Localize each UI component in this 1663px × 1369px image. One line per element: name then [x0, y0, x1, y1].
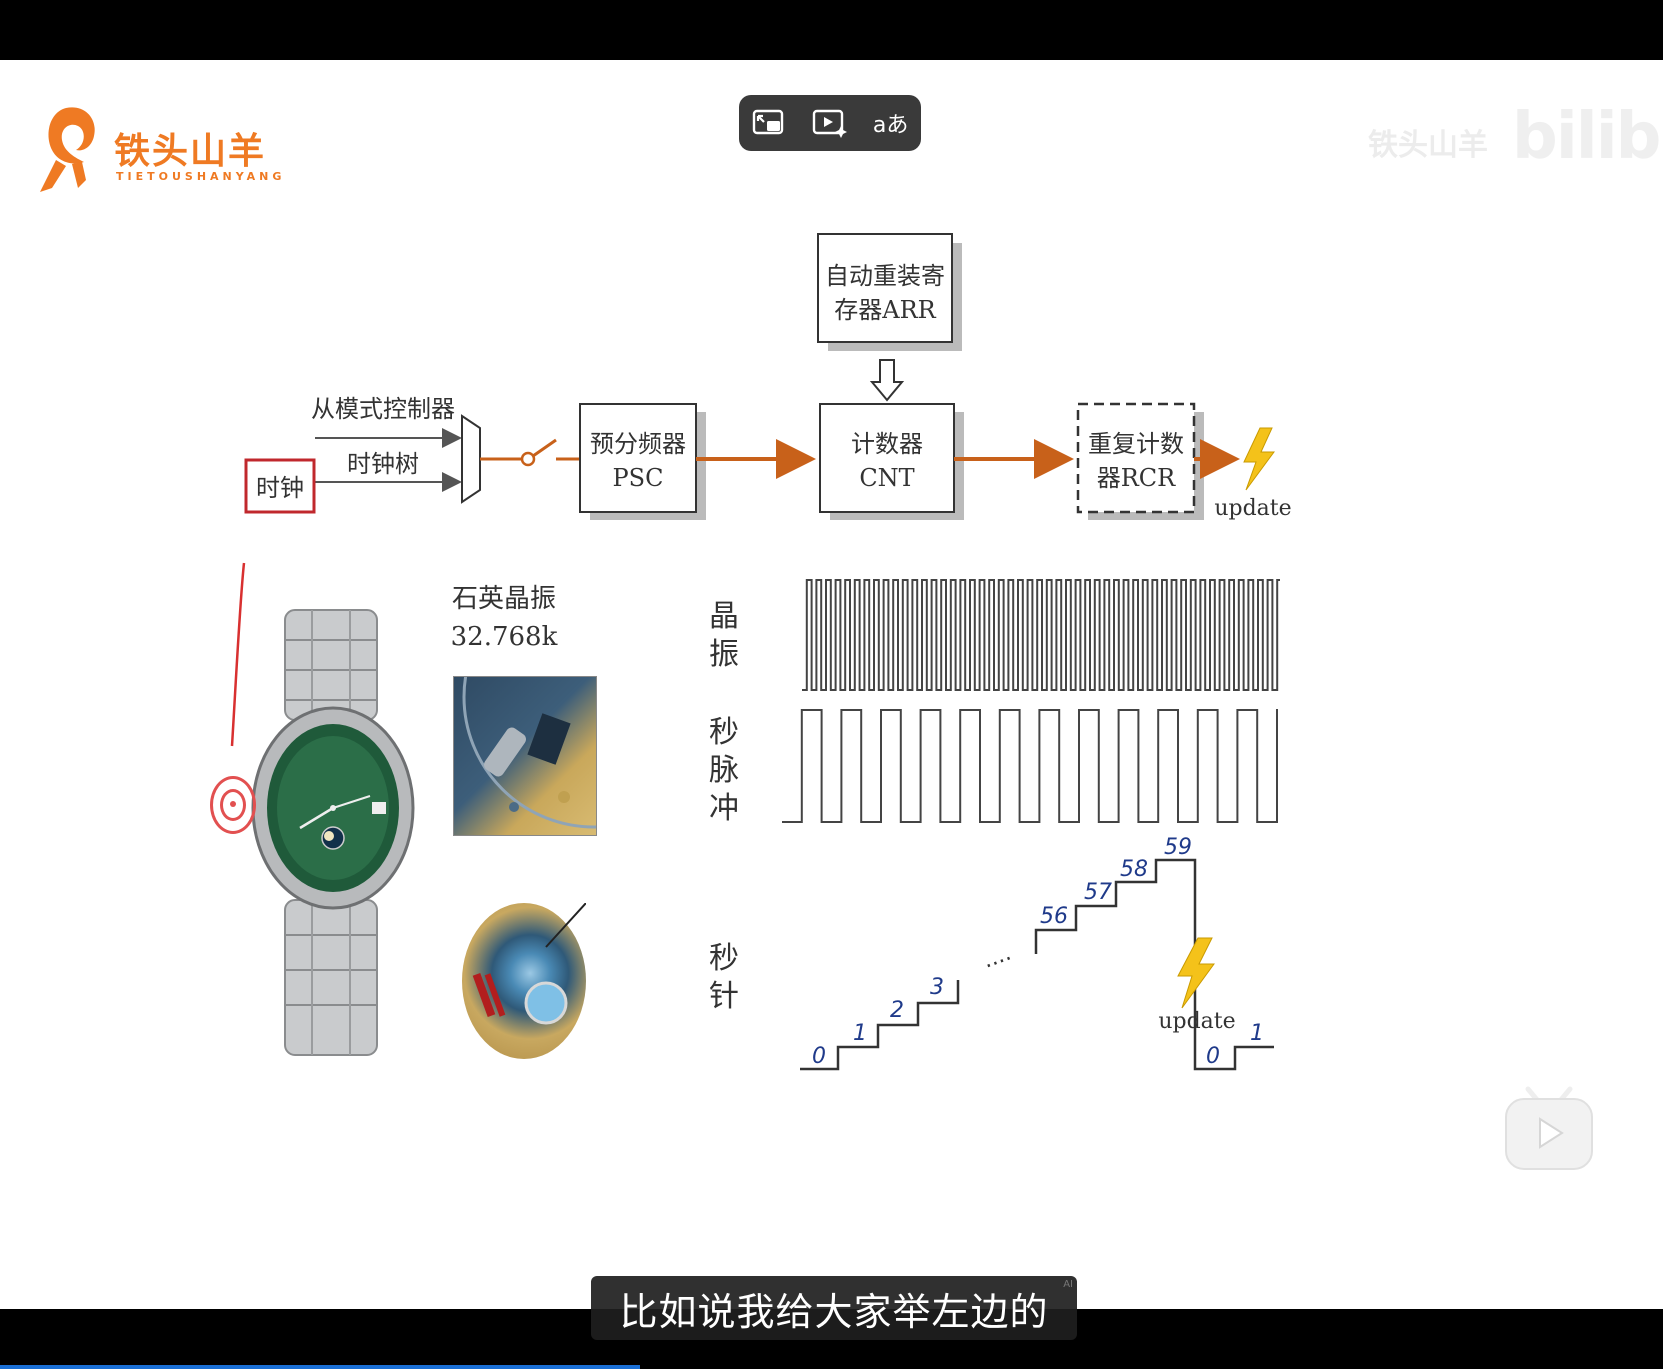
counter-value: 3 — [930, 975, 944, 1000]
update-label: update — [1214, 496, 1291, 521]
hollow-down-arrow-icon — [872, 360, 902, 400]
target-marker-icon — [210, 776, 256, 834]
crystal-square-wave — [802, 580, 1280, 690]
counter-value: 56 — [1040, 904, 1068, 929]
svg-text:振: 振 — [709, 637, 739, 672]
counter-value: 0 — [812, 1044, 826, 1069]
second-pulse-wave — [782, 710, 1278, 822]
red-annotation-line — [232, 563, 244, 746]
rcr-label-line1: 重复计数 — [1088, 430, 1184, 458]
counter-staircase-high — [1036, 860, 1274, 1069]
crystal-movement-photo — [453, 676, 597, 836]
counter-value: 59 — [1164, 835, 1192, 860]
clock-box: 时钟 — [246, 460, 314, 512]
rcr-label-line2: 器RCR — [1097, 464, 1176, 492]
watch-movement-photo — [462, 903, 586, 1059]
tv-play-icon — [1502, 1083, 1596, 1173]
psc-box: 预分频器 PSC — [580, 404, 706, 520]
svg-text:秒: 秒 — [709, 941, 739, 976]
psc-label-line1: 预分频器 — [590, 430, 686, 458]
second-hand-label: 秒 针 — [709, 941, 739, 1014]
progress-bar[interactable] — [0, 1365, 640, 1369]
crystal-frequency: 32.768k — [451, 622, 558, 652]
crystal-label: 石英晶振 — [452, 584, 556, 614]
counter-value: 2 — [890, 998, 904, 1023]
svg-text:晶: 晶 — [709, 599, 739, 634]
subtitle-box: 比如说我给大家举左边的 AI — [591, 1276, 1077, 1340]
pulse-wave-label: 秒 脉 冲 — [709, 715, 739, 826]
clock-label: 时钟 — [256, 474, 304, 502]
update-label-2: update — [1158, 1009, 1235, 1034]
mux-shape — [462, 416, 480, 502]
rcr-box: 重复计数 器RCR — [1078, 404, 1204, 520]
svg-text:秒: 秒 — [709, 715, 739, 750]
crystal-wave-label: 晶 振 — [709, 599, 739, 672]
ai-subtitle-tag: AI — [1063, 1279, 1073, 1290]
svg-text:冲: 冲 — [709, 791, 739, 826]
update-bolt-icon — [1244, 428, 1274, 490]
arr-box: 自动重装寄 存器ARR — [818, 234, 962, 351]
cnt-box: 计数器 CNT — [820, 404, 964, 520]
arr-label-line2: 存器ARR — [834, 296, 936, 324]
clock-tree-label: 时钟树 — [347, 450, 419, 478]
counter-value: 1 — [1250, 1021, 1264, 1046]
counter-value: 57 — [1084, 880, 1112, 905]
ellipsis-dots: .... — [980, 941, 1015, 974]
counter-value: 58 — [1120, 857, 1148, 882]
svg-text:脉: 脉 — [709, 753, 739, 788]
subtitle-text: 比如说我给大家举左边的 — [619, 1281, 1048, 1336]
slave-mode-label: 从模式控制器 — [311, 395, 455, 423]
counter-value: 0 — [1206, 1044, 1220, 1069]
cnt-label-line1: 计数器 — [851, 430, 923, 458]
bilibili-tv-button[interactable] — [1502, 1083, 1596, 1173]
psc-label-line2: PSC — [613, 464, 664, 492]
svg-text:针: 针 — [709, 979, 739, 1014]
counter-value: 1 — [853, 1021, 867, 1046]
arr-label-line1: 自动重装寄 — [825, 262, 945, 290]
cnt-label-line2: CNT — [859, 464, 914, 492]
watch-illustration — [253, 610, 413, 1055]
